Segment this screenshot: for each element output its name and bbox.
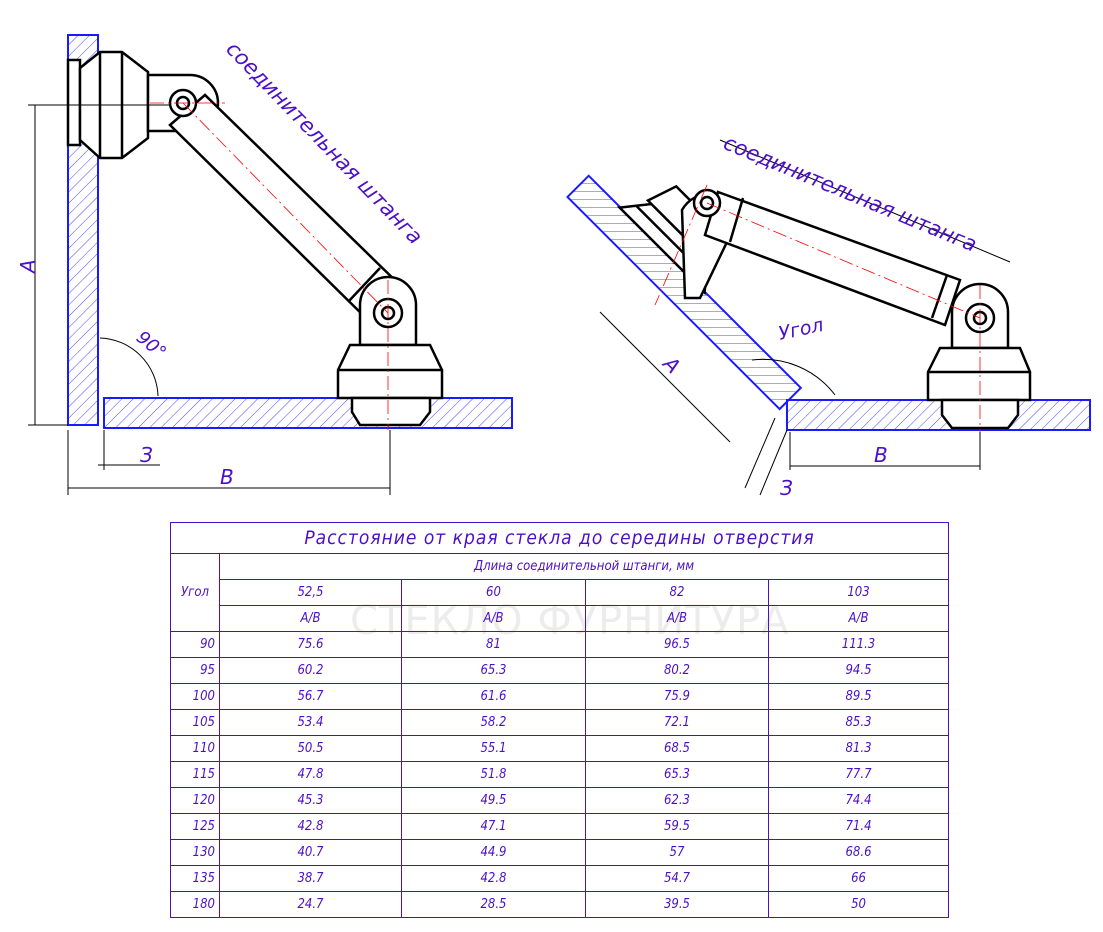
value-cell: 40.7 <box>219 839 402 866</box>
value-cell: 111.3 <box>767 631 950 658</box>
value-cell: 65.3 <box>401 657 586 684</box>
value-cell: 68.6 <box>767 839 950 866</box>
value-cell: 24.7 <box>219 891 402 918</box>
value-cell: 55.1 <box>401 735 586 762</box>
value-cell: 38.7 <box>219 865 402 892</box>
angle-cell: 115 <box>170 761 220 788</box>
value-cell: 65.3 <box>585 761 769 788</box>
left-angle: 90° <box>132 327 170 364</box>
angle-cell: 130 <box>170 839 220 866</box>
angle-header: Угол <box>170 553 220 632</box>
value-cell: 60.2 <box>219 657 402 684</box>
right-dim-b: B <box>874 443 888 467</box>
value-cell: 51.8 <box>401 761 586 788</box>
value-cell: 96.5 <box>585 631 769 658</box>
ab-subheader: A/B <box>585 605 769 632</box>
rod-length-header: 82 <box>585 579 769 606</box>
rod-length-header: 103 <box>767 579 950 606</box>
value-cell: 53.4 <box>219 709 402 736</box>
angle-cell: 90 <box>170 631 220 658</box>
value-cell: 28.5 <box>401 891 586 918</box>
angle-cell: 125 <box>170 813 220 840</box>
technical-drawing: A B З 90° соединительная штанга <box>16 34 1091 500</box>
value-cell: 56.7 <box>219 683 402 710</box>
angle-cell: 135 <box>170 865 220 892</box>
table-title: Расстояние от края стекла до середины от… <box>169 522 950 554</box>
dimension-table: Расстояние от края стекла до середины от… <box>169 522 950 918</box>
value-cell: 47.1 <box>401 813 586 840</box>
right-dim-gap: З <box>780 476 793 500</box>
horizontal-glass <box>103 397 513 429</box>
value-cell: 89.5 <box>767 683 950 710</box>
value-cell: 75.6 <box>219 631 402 658</box>
rod-length-header: 60 <box>401 579 586 606</box>
value-cell: 77.7 <box>767 761 950 788</box>
angle-cell: 110 <box>170 735 220 762</box>
value-cell: 66 <box>767 865 950 892</box>
value-cell: 80.2 <box>585 657 769 684</box>
value-cell: 72.1 <box>585 709 769 736</box>
value-cell: 71.4 <box>767 813 950 840</box>
value-cell: 59.5 <box>585 813 769 840</box>
value-cell: 68.5 <box>585 735 769 762</box>
left-figure <box>28 34 513 495</box>
right-figure <box>566 139 1091 496</box>
value-cell: 81.3 <box>767 735 950 762</box>
ab-subheader: A/B <box>767 605 950 632</box>
left-dim-a: A <box>16 259 40 275</box>
value-cell: 58.2 <box>401 709 586 736</box>
left-dim-gap: З <box>140 443 153 467</box>
value-cell: 39.5 <box>585 891 769 918</box>
angle-cell: 95 <box>170 657 220 684</box>
ab-subheader: A/B <box>219 605 402 632</box>
value-cell: 85.3 <box>767 709 950 736</box>
value-cell: 47.8 <box>219 761 402 788</box>
value-cell: 42.8 <box>401 865 586 892</box>
rod-length-header: 52,5 <box>219 579 402 606</box>
angle-cell: 100 <box>170 683 220 710</box>
angle-cell: 120 <box>170 787 220 814</box>
value-cell: 57 <box>585 839 769 866</box>
ab-subheader: A/B <box>401 605 586 632</box>
value-cell: 61.6 <box>401 683 586 710</box>
right-angle: Угол <box>776 314 825 345</box>
value-cell: 81 <box>401 631 586 658</box>
value-cell: 50 <box>767 891 950 918</box>
value-cell: 50.5 <box>219 735 402 762</box>
value-cell: 75.9 <box>585 683 769 710</box>
value-cell: 42.8 <box>219 813 402 840</box>
value-cell: 44.9 <box>401 839 586 866</box>
value-cell: 62.3 <box>585 787 769 814</box>
left-dim-b: B <box>220 465 234 489</box>
length-header: Длина соединительной штанги, мм <box>218 553 950 580</box>
value-cell: 49.5 <box>401 787 586 814</box>
value-cell: 54.7 <box>585 865 769 892</box>
right-horizontal-glass <box>786 399 1091 431</box>
angle-cell: 180 <box>170 891 220 918</box>
value-cell: 94.5 <box>767 657 950 684</box>
value-cell: 45.3 <box>219 787 402 814</box>
value-cell: 74.4 <box>767 787 950 814</box>
angle-cell: 105 <box>170 709 220 736</box>
